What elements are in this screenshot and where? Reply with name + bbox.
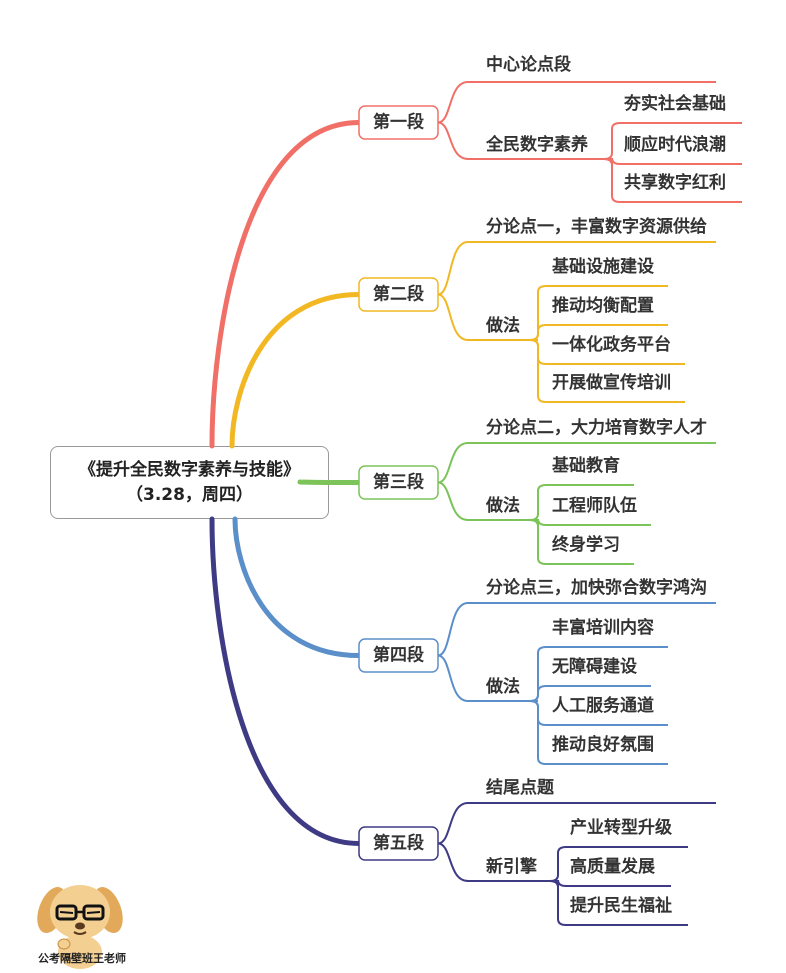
branch-line — [437, 442, 716, 484]
leaf-label: 共享数字红利 — [624, 172, 726, 193]
dog-mascot-icon — [37, 885, 123, 969]
leaf-connector — [529, 685, 651, 702]
leaf-label: 开展做宣传培训 — [552, 372, 671, 393]
leaf-label: 推动均衡配置 — [552, 295, 654, 316]
leaf-label: 夯实社会基础 — [623, 93, 726, 114]
branch-line — [437, 842, 558, 882]
section-label: 第五段 — [373, 833, 424, 854]
branch-line — [437, 802, 716, 845]
section-label: 第四段 — [373, 645, 424, 666]
leaf-connector — [603, 158, 742, 203]
root-title: 《提升全民数字素养与技能》 — [79, 459, 300, 480]
leaf-connector — [529, 700, 668, 765]
watermark-caption: 公考隔壁班王老师 — [38, 952, 126, 965]
branch-line — [437, 481, 538, 521]
method-label: 新引擎 — [486, 856, 538, 877]
main-branch-line — [232, 516, 362, 658]
section-label: 第二段 — [373, 284, 424, 305]
branch-line — [437, 241, 716, 296]
method-label: 做法 — [485, 495, 520, 516]
main-branch-line — [209, 516, 362, 846]
section-label: 第三段 — [373, 472, 424, 493]
leaf-connector — [529, 518, 651, 527]
leaf-label: 推动良好氛围 — [552, 734, 654, 755]
point-label: 分论点三，加快弥合数字鸿沟 — [486, 577, 707, 598]
leaf-connector — [603, 122, 742, 160]
section-label: 第一段 — [373, 112, 424, 133]
leaf-label: 基础教育 — [551, 455, 620, 476]
method-label: 做法 — [485, 315, 520, 336]
leaf-label: 丰富培训内容 — [552, 617, 654, 638]
root-date: （3.28，周四） — [126, 484, 253, 505]
point-label: 分论点一，丰富数字资源供给 — [486, 216, 707, 237]
branch-line — [437, 121, 612, 160]
method-label: 做法 — [485, 676, 520, 697]
leaf-label: 基础设施建设 — [551, 256, 654, 277]
leaf-label: 人工服务通道 — [552, 695, 654, 716]
leaf-connector — [603, 157, 742, 166]
root-topic: 《提升全民数字素养与技能》 （3.28，周四） — [50, 446, 329, 519]
main-branch-line — [209, 120, 362, 449]
leaf-connector — [549, 846, 688, 882]
branch-line — [437, 654, 538, 702]
main-branch-line — [229, 292, 362, 449]
branch-line — [437, 81, 716, 124]
leaf-label: 高质量发展 — [570, 856, 655, 877]
point-label: 结尾点题 — [486, 777, 555, 798]
leaf-label: 终身学习 — [552, 534, 620, 555]
point-label: 中心论点段 — [486, 54, 571, 75]
leaf-connector — [549, 880, 688, 926]
main-branch-line — [297, 479, 362, 485]
branch-line — [437, 293, 538, 341]
leaf-label: 工程师队伍 — [552, 495, 637, 516]
point-label: 分论点二，大力培育数字人才 — [486, 417, 707, 438]
leaf-connector — [529, 324, 668, 341]
leaf-connector — [529, 519, 634, 565]
leaf-label: 顺应时代浪潮 — [624, 134, 726, 155]
leaf-connector — [549, 879, 671, 888]
leaf-label: 产业转型升级 — [570, 817, 672, 838]
leaf-label: 提升民生福祉 — [570, 895, 672, 916]
leaf-connector — [529, 484, 634, 521]
leaf-label: 无障碍建设 — [551, 656, 637, 677]
method-label: 全民数字素养 — [485, 134, 589, 155]
leaf-connector — [529, 339, 685, 403]
branch-line — [437, 602, 716, 657]
leaf-label: 一体化政务平台 — [552, 334, 671, 355]
